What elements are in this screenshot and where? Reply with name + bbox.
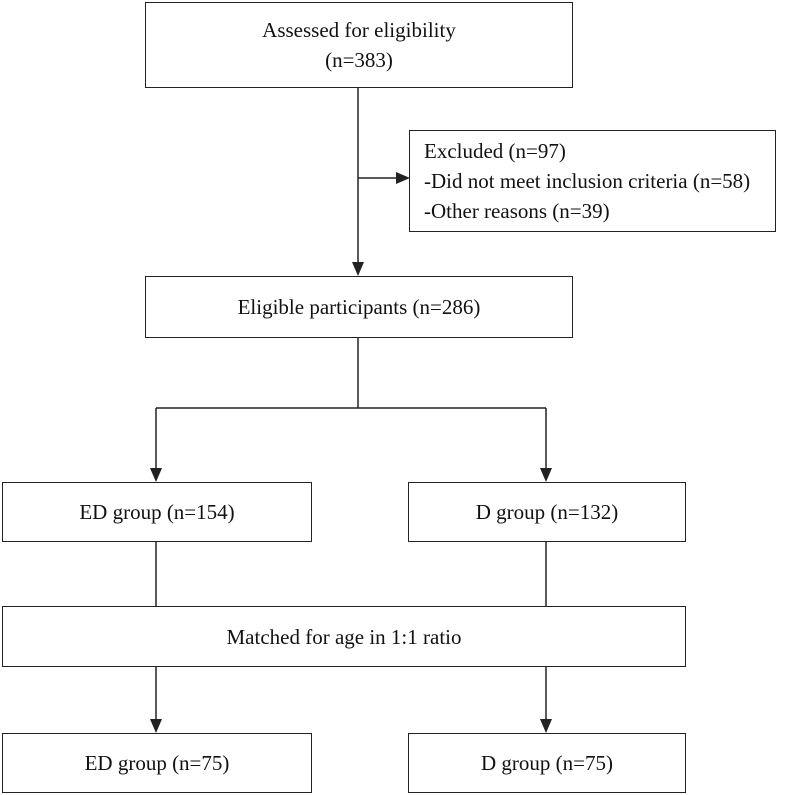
assessed-label: Assessed for eligibility [262,18,456,42]
ed-group-initial-label: ED group (n=154) [79,500,235,524]
arrowhead-ed-final [150,719,162,733]
ed-group-final-label: ED group (n=75) [84,751,230,775]
ed-group-initial-box: ED group (n=154) [2,482,312,542]
ed-group-final-box: ED group (n=75) [2,733,312,793]
arrowhead-eligible [352,262,364,276]
d-group-initial-box: D group (n=132) [408,482,686,542]
excluded-label: Excluded (n=97) [424,139,566,163]
excluded-reason-other: -Other reasons (n=39) [424,199,610,223]
arrowhead-ed-initial [150,468,162,482]
excluded-reason-criteria: -Did not meet inclusion criteria (n=58) [424,169,751,193]
d-group-initial-label: D group (n=132) [475,500,619,524]
eligible-box: Eligible participants (n=286) [145,276,573,338]
d-group-final-box: D group (n=75) [408,733,686,793]
arrowhead-d-initial [540,468,552,482]
assessed-box: Assessed for eligibility (n=383) [145,2,573,88]
assessed-count: (n=383) [325,48,393,72]
d-group-final-label: D group (n=75) [481,751,613,775]
matched-box: Matched for age in 1:1 ratio [2,606,686,667]
matched-label: Matched for age in 1:1 ratio [226,624,462,649]
excluded-box: Excluded (n=97) -Did not meet inclusion … [409,130,776,232]
arrowhead-d-final [540,719,552,733]
arrowhead-excluded [396,172,410,184]
eligible-label: Eligible participants (n=286) [237,295,481,319]
